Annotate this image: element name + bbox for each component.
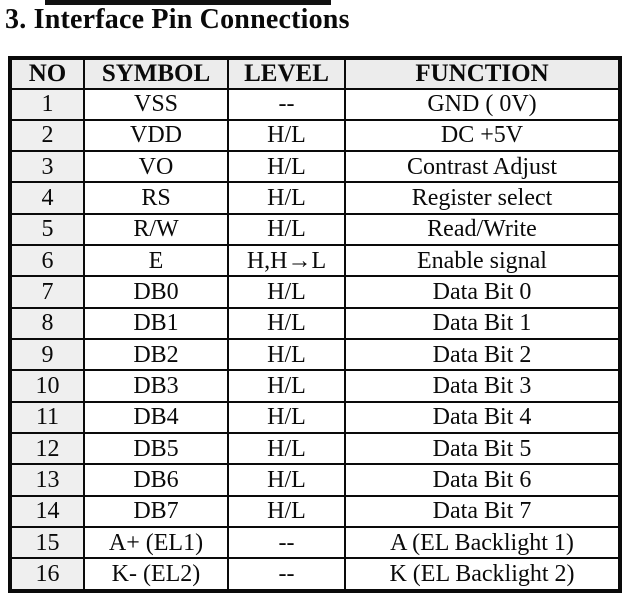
cell-symbol: A+ (EL1) [83, 526, 229, 560]
cell-function: Data Bit 1 [344, 306, 621, 341]
col-header-symbol: SYMBOL [83, 57, 229, 90]
cell-pin-no: 14 [9, 494, 85, 529]
cell-symbol: R/W [83, 212, 229, 247]
cell-pin-no: 10 [9, 369, 85, 403]
cell-level: H/L [227, 338, 346, 372]
cell-pin-no: 5 [9, 212, 85, 247]
cell-level: -- [227, 87, 346, 121]
cell-function: Data Bit 3 [344, 369, 621, 403]
cell-level: H/L [227, 400, 346, 435]
cell-function: K (EL Backlight 2) [344, 557, 621, 592]
col-header-level: LEVEL [227, 57, 346, 90]
col-header-function: FUNCTION [344, 57, 621, 90]
cell-symbol: DB0 [83, 275, 229, 309]
cell-level: H,H→L [227, 244, 346, 278]
cell-pin-no: 15 [9, 526, 85, 560]
cell-pin-no: 9 [9, 338, 85, 372]
cell-level: H/L [227, 150, 346, 184]
page-title: 3. Interface Pin Connections [5, 4, 350, 35]
cell-function: DC +5V [344, 118, 621, 153]
col-header-no: NO [9, 57, 85, 90]
cell-level: -- [227, 557, 346, 592]
cell-level: H/L [227, 463, 346, 497]
cell-function: Data Bit 0 [344, 275, 621, 309]
cell-pin-no: 4 [9, 181, 85, 215]
cell-pin-no: 1 [9, 87, 85, 121]
cell-symbol: DB2 [83, 338, 229, 372]
cell-symbol: DB4 [83, 400, 229, 435]
cell-level: H/L [227, 369, 346, 403]
cell-symbol: RS [83, 181, 229, 215]
cell-symbol: DB1 [83, 306, 229, 341]
cell-function: Register select [344, 181, 621, 215]
cell-pin-no: 16 [9, 557, 85, 592]
cell-symbol: VDD [83, 118, 229, 153]
cell-function: Data Bit 6 [344, 463, 621, 497]
cell-level: H/L [227, 494, 346, 529]
cell-function: Data Bit 7 [344, 494, 621, 529]
cell-pin-no: 3 [9, 150, 85, 184]
cell-level: H/L [227, 275, 346, 309]
cell-pin-no: 8 [9, 306, 85, 341]
top-horizontal-rule [45, 0, 331, 5]
cell-function: Contrast Adjust [344, 150, 621, 184]
cell-level: H/L [227, 118, 346, 153]
cell-pin-no: 2 [9, 118, 85, 153]
cell-symbol: VSS [83, 87, 229, 121]
cell-level: H/L [227, 306, 346, 341]
cell-function: Data Bit 4 [344, 400, 621, 435]
cell-function: Enable signal [344, 244, 621, 278]
cell-symbol: VO [83, 150, 229, 184]
cell-level: H/L [227, 212, 346, 247]
cell-function: Read/Write [344, 212, 621, 247]
cell-symbol: DB5 [83, 432, 229, 466]
cell-symbol: DB3 [83, 369, 229, 403]
cell-symbol: DB6 [83, 463, 229, 497]
cell-function: A (EL Backlight 1) [344, 526, 621, 560]
cell-pin-no: 6 [9, 244, 85, 278]
cell-symbol: K- (EL2) [83, 557, 229, 592]
cell-pin-no: 13 [9, 463, 85, 497]
cell-function: GND ( 0V) [344, 87, 621, 121]
cell-function: Data Bit 5 [344, 432, 621, 466]
table-header-row: NO SYMBOL LEVEL FUNCTION [9, 57, 621, 90]
cell-pin-no: 7 [9, 275, 85, 309]
cell-symbol: E [83, 244, 229, 278]
cell-level: H/L [227, 432, 346, 466]
cell-level: -- [227, 526, 346, 560]
cell-level: H/L [227, 181, 346, 215]
cell-function: Data Bit 2 [344, 338, 621, 372]
cell-pin-no: 12 [9, 432, 85, 466]
cell-symbol: DB7 [83, 494, 229, 529]
cell-pin-no: 11 [9, 400, 85, 435]
